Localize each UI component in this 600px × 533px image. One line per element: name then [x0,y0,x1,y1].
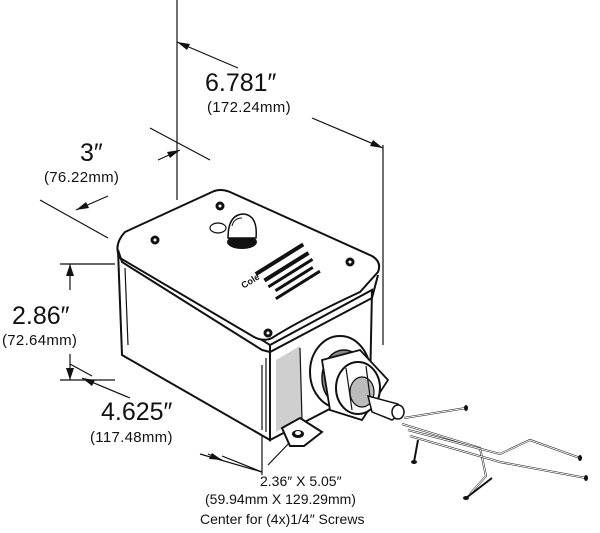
width-inches-label: 6.781″ [205,69,277,97]
height-mm-label: (72.64mm) [2,332,77,349]
mounting-note-line1: 2.36″ X 5.05″ [260,473,342,489]
dimension-lines [39,0,384,475]
indicator-light [209,213,257,249]
height-inches-label: 2.86″ [12,302,70,330]
lid-label: Cole [239,242,321,300]
depth-inches-label: 3″ [80,139,103,167]
length-mm-label: (117.48mm) [90,429,173,446]
mounting-note-line2: (59.94mm X 129.29mm) [205,491,356,507]
cable-gland [309,335,406,422]
length-inches-label: 4.625″ [101,398,173,426]
mounting-note-line3: Center for (4x)1/4″ Screws [200,511,364,527]
wire-leads [401,405,588,500]
mounting-tab [280,416,324,447]
width-mm-label: (172.24mm) [207,99,291,116]
lid-screws [150,201,355,338]
dimension-labels: 6.781″ (172.24mm) 3″ (76.22mm) 2.86″ (72… [2,69,364,527]
depth-mm-label: (76.22mm) [44,169,119,186]
